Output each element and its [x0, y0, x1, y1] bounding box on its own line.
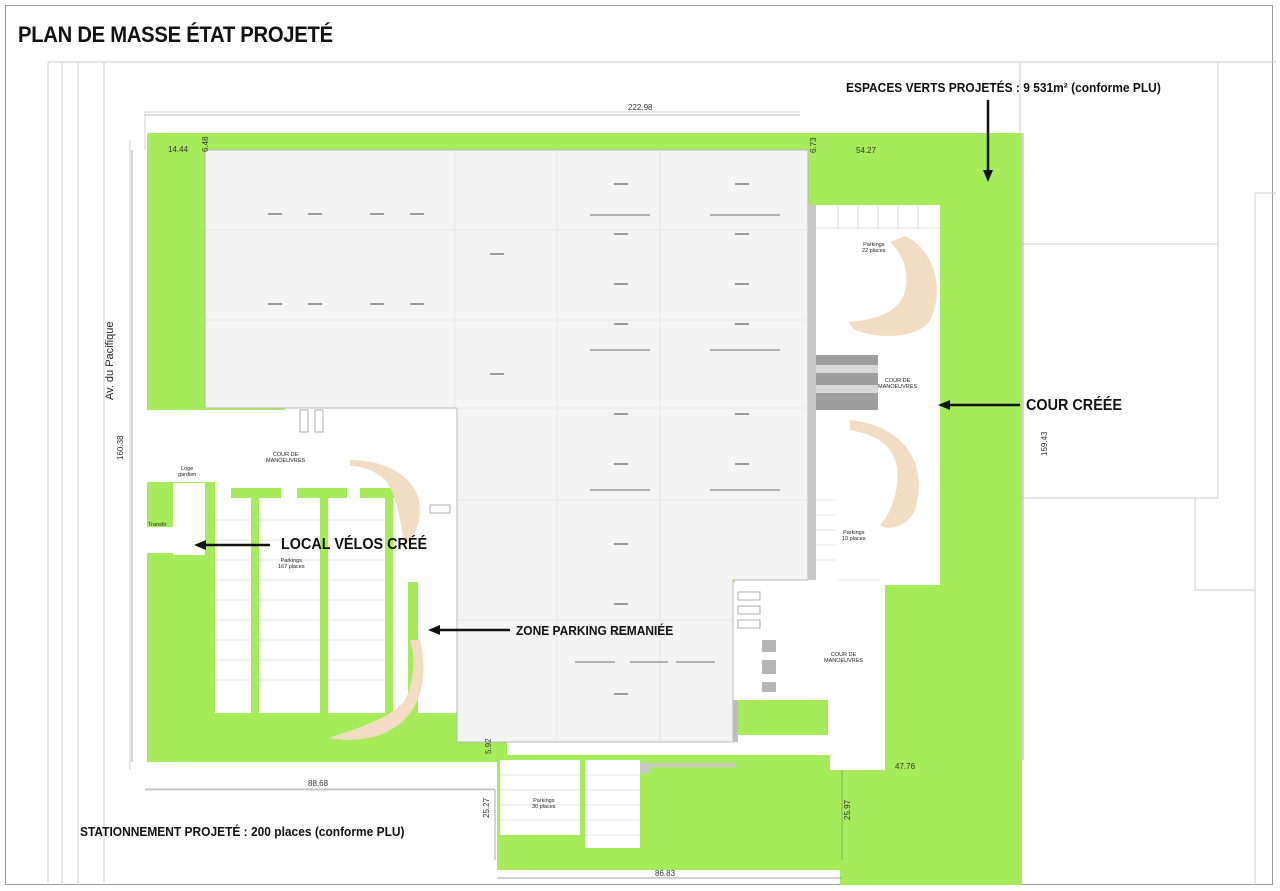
dim-bottom-right-width: 47.76: [895, 762, 916, 771]
parking-stalls: [215, 205, 940, 836]
street-name: Av. du Pacifique: [104, 321, 116, 400]
callout-arrows: [194, 100, 1020, 635]
callout-courtyard: COUR CRÉÉE: [1026, 397, 1123, 414]
dim-top-right-width: 54.27: [856, 146, 877, 155]
dim-top-left-depth: 6.48: [201, 136, 210, 152]
label-transfo: Transfo: [148, 522, 167, 528]
dim-bottom-right-depth: 25.97: [843, 799, 852, 820]
manoeuvre-curves: [330, 236, 937, 740]
dim-left-height: 160.38: [116, 435, 125, 460]
dim-bottom-left-gap: 5.92: [484, 738, 493, 754]
dimension-lines: [131, 114, 1024, 879]
warehouse-building: [204, 149, 878, 743]
dim-top-left-offset: 14.44: [168, 145, 189, 154]
dim-right-height: 159.43: [1040, 431, 1049, 456]
callout-bike-room: LOCAL VÉLOS CRÉÉ: [281, 536, 428, 553]
dim-top-width: 222.98: [628, 103, 653, 112]
dim-bottom-left-width: 88.68: [308, 779, 329, 788]
callout-parking-total: STATIONNEMENT PROJETÉ : 200 places (conf…: [80, 824, 405, 839]
dim-bottom-left-depth: 25.27: [482, 797, 491, 818]
dim-bottom-width: 86.83: [655, 869, 676, 878]
truck-outlines: [299, 409, 761, 629]
dim-top-right-depth: 6.73: [809, 137, 818, 153]
callout-parking-zone: ZONE PARKING REMANIÉE: [516, 623, 674, 638]
page-title: PLAN DE MASSE ÉTAT PROJETÉ: [18, 22, 333, 47]
callout-green-spaces: ESPACES VERTS PROJETÉS : 9 531m² (confor…: [846, 80, 1161, 95]
